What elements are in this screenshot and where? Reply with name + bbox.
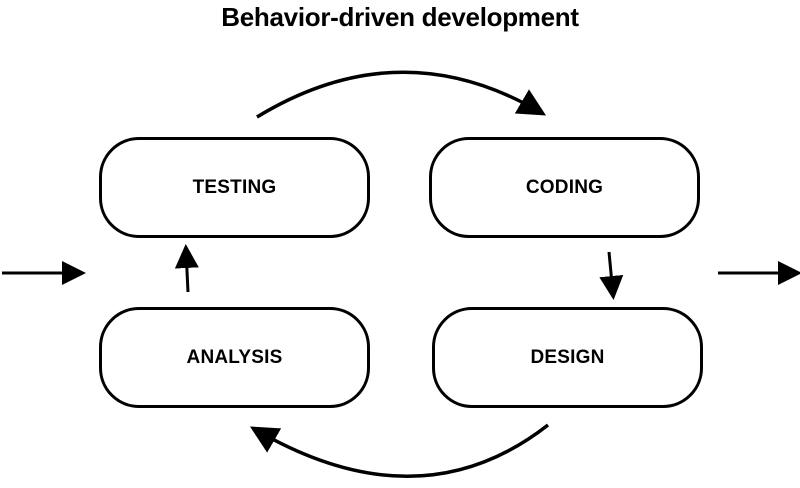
node-design-label: DESIGN [530,346,605,368]
node-testing: TESTING [99,137,370,238]
arrow-testing-to-coding [256,70,547,119]
node-testing-label: TESTING [192,176,277,198]
node-coding: CODING [429,137,700,238]
arrow-analysis-to-testing [174,244,199,293]
arrow-coding-to-design [599,251,624,300]
node-coding-label: CODING [525,176,604,198]
diagram-title: Behavior-driven development [221,2,579,32]
node-analysis-label: ANALYSIS [186,346,283,368]
node-design: DESIGN [432,307,703,408]
arrow-design-to-analysis [249,423,550,478]
node-analysis: ANALYSIS [99,307,370,408]
